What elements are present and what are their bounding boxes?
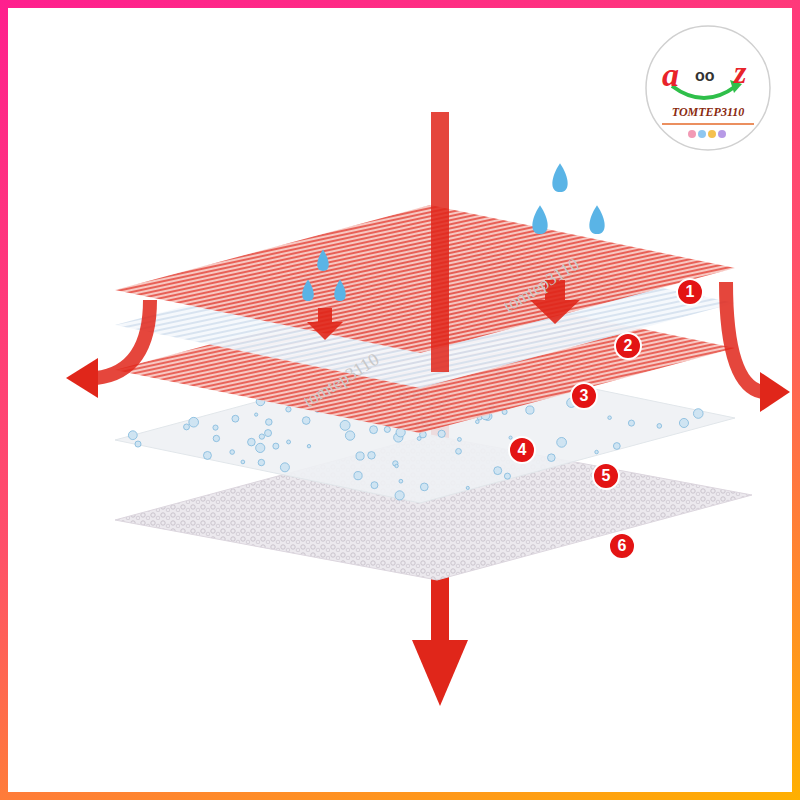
side-arrow <box>96 300 150 378</box>
water-dot <box>241 460 245 464</box>
water-dot <box>504 473 510 479</box>
side-arrow-head <box>66 358 98 398</box>
water-dot <box>230 450 235 455</box>
logo-circle <box>646 26 770 150</box>
side-arrow-head <box>760 372 790 412</box>
logo-brand: TOMTEP3110 <box>672 106 744 118</box>
water-dot <box>456 448 462 454</box>
callout-text: 4 <box>518 442 527 458</box>
water-dot <box>438 430 445 437</box>
water-dot <box>420 483 428 491</box>
water-drop <box>334 279 345 301</box>
water-dot <box>476 420 480 424</box>
water-dot <box>613 443 620 450</box>
water-dot <box>258 459 264 465</box>
water-dot <box>203 451 211 459</box>
water-dot <box>693 409 703 419</box>
water-dot <box>368 452 376 460</box>
callout-text: 3 <box>580 388 589 404</box>
water-dot <box>548 454 556 462</box>
water-dot <box>679 418 688 427</box>
callout-number: 2 <box>614 332 642 360</box>
water-dot <box>307 444 310 447</box>
water-dot <box>399 479 403 483</box>
water-dot <box>255 413 258 416</box>
water-dot <box>395 464 398 467</box>
water-dot <box>248 438 256 446</box>
water-drop <box>589 205 604 234</box>
water-dot <box>266 419 273 426</box>
water-dot <box>189 417 199 427</box>
callout-text: 2 <box>624 338 633 354</box>
callout-number: 3 <box>570 382 598 410</box>
water-dot <box>302 417 310 425</box>
water-dot <box>259 434 264 439</box>
side-arrow <box>726 282 762 392</box>
logo-smile <box>672 86 736 98</box>
water-dot <box>608 416 612 420</box>
water-drop <box>552 163 567 192</box>
callout-number: 5 <box>592 462 620 490</box>
water-dot <box>657 424 662 429</box>
watermark: tomtep3110 <box>300 350 382 410</box>
logo-letter: z <box>734 56 746 88</box>
water-drop <box>532 205 547 234</box>
callout-number: 4 <box>508 436 536 464</box>
callout-text: 1 <box>686 284 695 300</box>
flow-arrow-head <box>412 640 468 706</box>
top-red-layer <box>115 205 735 353</box>
water-dot <box>286 407 291 412</box>
water-dot <box>526 406 534 414</box>
callout-number: 6 <box>608 532 636 560</box>
water-dot <box>628 420 634 426</box>
water-dot <box>494 467 502 475</box>
logo-rule <box>662 123 754 125</box>
water-dot <box>280 463 289 472</box>
water-dot <box>370 426 378 434</box>
callout-text: 6 <box>618 538 627 554</box>
water-dot <box>595 450 599 454</box>
logo-letter: a <box>662 58 679 92</box>
water-dot <box>273 443 279 449</box>
water-dot <box>213 425 218 430</box>
water-dot <box>345 431 354 440</box>
water-dot <box>371 482 378 489</box>
water-dot <box>184 424 190 430</box>
water-drop <box>317 249 328 271</box>
water-dot <box>354 472 362 480</box>
logo-people <box>688 130 726 138</box>
down-arrow <box>307 308 343 340</box>
water-dot <box>287 440 291 444</box>
water-dot <box>265 430 272 437</box>
water-dot <box>256 443 265 452</box>
water-dot <box>384 426 390 432</box>
water-dot <box>466 486 469 489</box>
water-dot <box>128 431 137 440</box>
water-dot <box>557 437 567 447</box>
flow-arrow-shaft <box>431 112 449 372</box>
water-dot <box>232 415 239 422</box>
water-dot <box>213 435 219 441</box>
logo-eyes: oo <box>695 68 715 84</box>
callout-number: 1 <box>676 278 704 306</box>
water-dot <box>395 491 404 500</box>
water-dot <box>457 437 461 441</box>
watermark: tomtep3110 <box>500 255 582 315</box>
water-dot <box>340 420 350 430</box>
water-dot <box>356 452 364 460</box>
callout-text: 5 <box>602 468 611 484</box>
water-drop <box>302 279 313 301</box>
water-dot <box>135 441 141 447</box>
